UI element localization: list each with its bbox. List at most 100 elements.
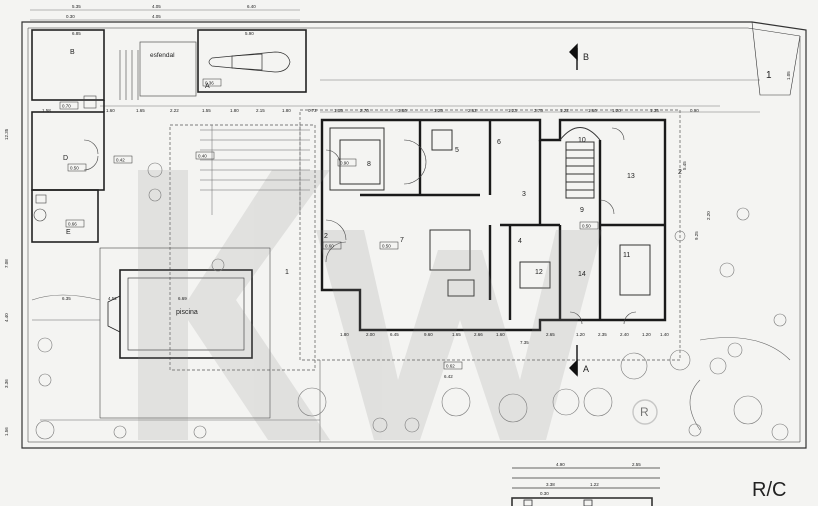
row2-dim-6: 1.80 — [230, 108, 239, 113]
room-10: 10 — [578, 137, 586, 144]
row2-dim-17: 1.22 — [560, 108, 569, 113]
top-dim-2: 4.05 — [152, 4, 161, 9]
garage — [197, 29, 307, 93]
room-6: 6 — [497, 139, 501, 146]
door-swings — [325, 127, 637, 325]
watermark-badge-circle — [632, 399, 658, 425]
bottom-dim-7: 1.65 — [452, 332, 461, 337]
pergola-slats — [200, 125, 310, 215]
watermark-badge: R — [640, 405, 649, 419]
row2-dim-7: 2.15 — [256, 108, 265, 113]
area-tag-c1: 0.40 — [198, 154, 207, 159]
house-inner-walls — [329, 127, 651, 297]
room-1: 1 — [285, 269, 289, 276]
bottom-dim-3: 7.35 — [520, 340, 529, 345]
area-tag-garage: 0.36 — [205, 81, 214, 86]
car-outline — [208, 51, 291, 73]
detail-dim-3: 3.38 — [546, 482, 555, 487]
row2-dim-16: 3.75 — [534, 108, 543, 113]
top-dim-1: 5.35 — [72, 4, 81, 9]
row2-dim-19: 1.20 — [612, 108, 621, 113]
room-11: 11 — [623, 252, 630, 259]
house-walls — [320, 118, 667, 332]
garden-paths — [31, 294, 791, 442]
top-dimension-lines — [30, 9, 760, 113]
bottom-dim-13: 2.40 — [620, 332, 629, 337]
lot-boundary — [21, 21, 807, 449]
room-13: 13 — [627, 173, 635, 180]
top-dim-3: 6.40 — [247, 4, 256, 9]
pool — [99, 247, 271, 419]
area-tag-c3: 0.62 — [446, 364, 455, 369]
detail-dim-2: 2.55 — [632, 462, 641, 467]
bottom-dim-14: 1.20 — [642, 332, 651, 337]
kw-watermark — [138, 170, 602, 440]
bottom-dim-10: 2.65 — [546, 332, 555, 337]
room-12: 12 — [535, 269, 543, 276]
left-dim-5: 1.56 — [4, 427, 9, 436]
detail-dim-4: 1.22 — [590, 482, 599, 487]
row2-dim-8: 1.80 — [282, 108, 291, 113]
row2-dim-11: 2.70 — [360, 108, 369, 113]
esfendal-strip — [139, 41, 197, 97]
row2-dim-1: 1.58 — [42, 108, 51, 113]
left-dim-2: 7.08 — [4, 259, 9, 268]
bottom-dim-4: 6.42 — [444, 374, 453, 379]
row2-dim-15: 1.23 — [508, 108, 517, 113]
terrace-outline — [169, 109, 681, 371]
left-dim-3: 4.40 — [4, 313, 9, 322]
top-dim-6: 5.90 — [245, 31, 254, 36]
area-tags — [59, 78, 599, 370]
annex-details — [33, 50, 139, 222]
annex-block — [31, 29, 105, 243]
right-dim-4: 1.05 — [786, 71, 791, 80]
row2-dim-2: 1.60 — [106, 108, 115, 113]
bottom-dim-15: 1.40 — [660, 332, 669, 337]
bottom-dim-9: 1.60 — [496, 332, 505, 337]
room-5: 5 — [455, 147, 459, 154]
exterior-2: 2 — [678, 169, 682, 176]
room-e: E — [66, 229, 71, 236]
room-3: 3 — [522, 191, 526, 198]
area-tag-2: 0.60 — [325, 244, 334, 249]
bottom-detail — [511, 467, 660, 506]
row2-dim-4: 2.22 — [170, 108, 179, 113]
area-tag-7: 0.50 — [382, 244, 391, 249]
detail-dim-1: 4.90 — [556, 462, 565, 467]
right-dim-1: 9.25 — [694, 231, 699, 240]
bottom-dim-11: 1.20 — [576, 332, 585, 337]
room-garage-a: A — [205, 83, 210, 90]
pool-dim-1: 6.35 — [62, 296, 71, 301]
right-dim-3: 2.20 — [706, 211, 711, 220]
room-9: 9 — [580, 207, 584, 214]
piscina-label: piscina — [176, 309, 198, 316]
area-tag-c2: 0.42 — [116, 158, 125, 163]
top-dim-4: 0.30 — [66, 14, 75, 19]
detail-dim-5: 0.30 — [540, 491, 549, 496]
left-dim-4: 3.36 — [4, 379, 9, 388]
section-markers — [569, 43, 578, 377]
top-dim-5: 6.85 — [72, 31, 81, 36]
room-b: B — [70, 49, 75, 56]
level-title: R/C — [752, 479, 786, 501]
section-b-label: B — [583, 52, 589, 62]
bottom-dim-1: 6.45 — [390, 332, 399, 337]
row2-dim-20: 1.35 — [650, 108, 659, 113]
room-d: D — [63, 155, 68, 162]
pool-dim-3: 4.52 — [108, 296, 117, 301]
room-14: 14 — [578, 271, 586, 278]
row2-dim-14: 2.62 — [468, 108, 477, 113]
row2-dim-3: 1.65 — [136, 108, 145, 113]
room-2: 2 — [324, 233, 328, 240]
bottom-dim-2: 9.60 — [424, 332, 433, 337]
section-a-label: A — [583, 364, 589, 374]
exterior-1: 1 — [766, 70, 772, 81]
bottom-dim-12: 2.35 — [598, 332, 607, 337]
row2-dim-9: 0.72 — [308, 108, 317, 113]
area-tag-9: 0.50 — [582, 224, 591, 229]
bottom-dim-8: 2.66 — [474, 332, 483, 337]
row2-dim-12: 3.80 — [398, 108, 407, 113]
area-tag-8: 0.90 — [340, 161, 349, 166]
row2-dim-10: 1.05 — [334, 108, 343, 113]
